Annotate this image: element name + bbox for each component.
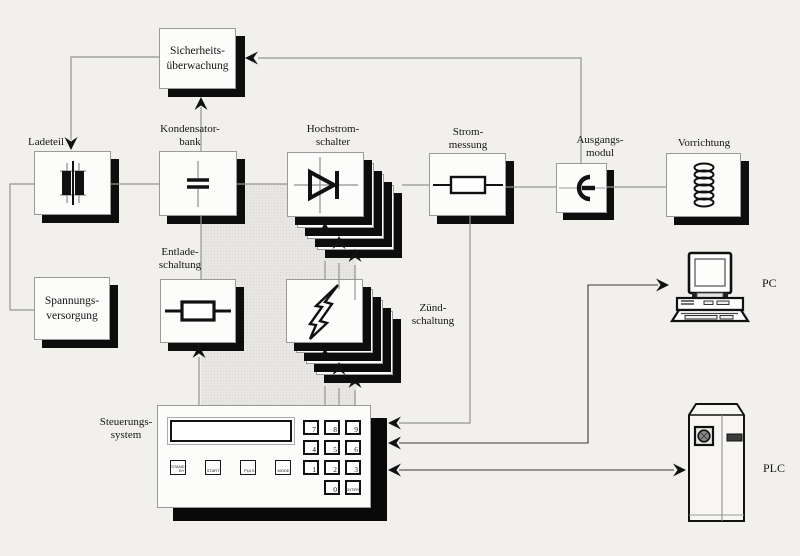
keypad-key: 3	[345, 460, 361, 475]
panel-button-standby: STAND BY	[170, 460, 186, 475]
transformer-icon	[59, 161, 86, 205]
label-kondensatorbank: Kondensator-bank	[160, 123, 220, 149]
panel-button-mode: MODE	[275, 460, 291, 475]
pc-icon	[670, 251, 750, 323]
panel-button-puls: PULS	[240, 460, 256, 475]
block-label: Spannungs- versorgung	[44, 295, 100, 322]
block-zuendschaltung	[286, 279, 363, 343]
keypad-key: 8	[324, 420, 340, 435]
panel-display	[167, 417, 295, 445]
block-ladeteil	[34, 151, 111, 215]
clamp-icon	[558, 174, 605, 202]
block-kondensatorbank	[159, 151, 237, 216]
capacitor-icon	[187, 160, 209, 207]
block-steuerungssystem-panel: STAND BY START PULS MODE 7 8 9 4 5 6 1 2…	[157, 405, 371, 508]
keypad-key-enter: ENTER	[345, 480, 361, 495]
block-hochstromschalter	[287, 152, 364, 217]
diode-icon	[293, 156, 358, 213]
label-ladeteil: Ladeteil	[27, 136, 65, 148]
block-strommessung	[429, 153, 506, 216]
keypad-key: 1	[303, 460, 319, 475]
keypad-key: 7	[303, 420, 319, 435]
coil-icon	[693, 162, 714, 208]
label-entladeschaltung: Entlade-schaltung	[158, 246, 202, 272]
label-steuerungssystem: Steuerungs-system	[99, 416, 153, 442]
keypad-key: 6	[345, 440, 361, 455]
bold-resistor-icon	[165, 300, 231, 322]
block-sicherheitsueberwachung: Sicherheits- überwachung	[159, 28, 236, 89]
label-plc: PLC	[763, 461, 786, 475]
label-ausgangsmodul: Ausgangs-modul	[576, 134, 624, 160]
block-spannungsversorgung: Spannungs- versorgung	[34, 277, 110, 340]
label-pc: PC	[762, 276, 777, 290]
keypad-key: 4	[303, 440, 319, 455]
label-zuendschaltung: Zünd-schaltung	[411, 302, 455, 328]
keypad-key: 5	[324, 440, 340, 455]
keypad-key: 2	[324, 460, 340, 475]
plc-cabinet-icon	[688, 403, 745, 522]
keypad-key: 0	[324, 480, 340, 495]
block-entladeschaltung	[160, 279, 236, 343]
panel-button-start: START	[205, 460, 221, 475]
label-hochstromschalter: Hochstrom-schalter	[306, 123, 360, 149]
keypad-key: 9	[345, 420, 361, 435]
block-ausgangsmodul	[556, 163, 607, 213]
block-vorrichtung	[666, 153, 741, 217]
lightning-icon	[307, 284, 339, 340]
label-strommessung: Strom-messung	[448, 126, 488, 152]
resistor-icon	[432, 175, 503, 194]
label-vorrichtung: Vorrichtung	[677, 137, 731, 149]
block-label: Sicherheits- überwachung	[166, 45, 229, 72]
